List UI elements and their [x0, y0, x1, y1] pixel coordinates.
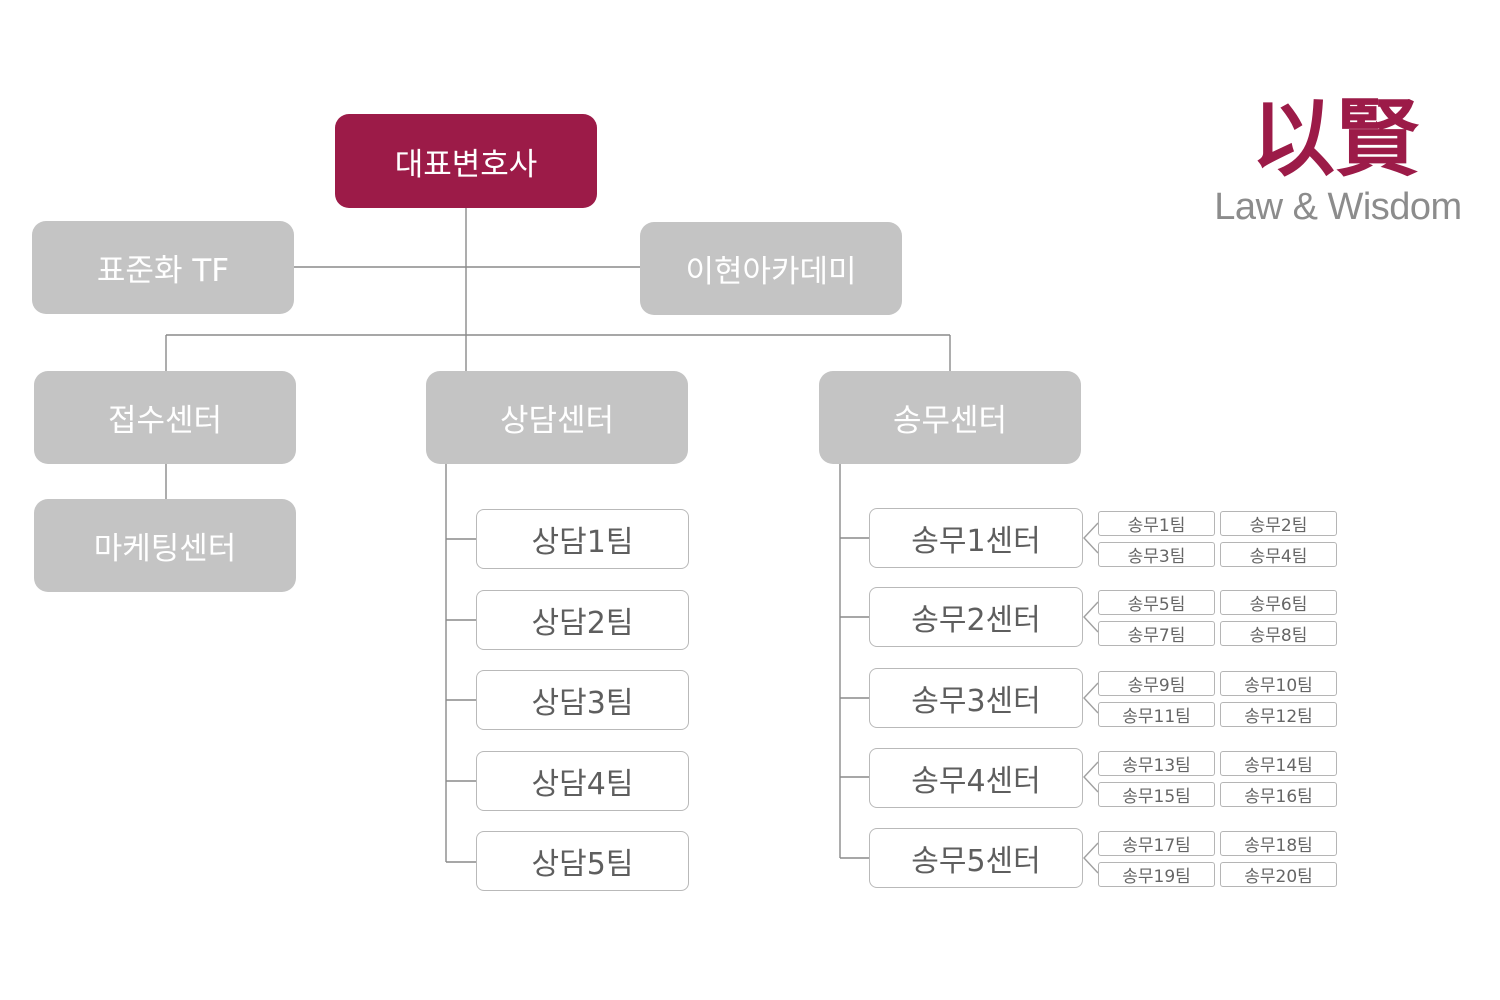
bracket-connector	[1083, 842, 1099, 874]
legal-team-node: 송무4팀	[1220, 542, 1337, 567]
bracket-connector	[1083, 761, 1099, 793]
legal-team-node: 송무8팀	[1220, 621, 1337, 646]
bracket-connector	[1083, 601, 1099, 633]
logo-hanja-text: 以賢	[1251, 90, 1420, 182]
legal-team-node: 송무19팀	[1098, 862, 1215, 887]
bracket-connector	[1083, 682, 1099, 714]
legal-subcenter-node: 송무4센터	[869, 748, 1083, 808]
legal-team-node: 송무6팀	[1220, 590, 1337, 615]
legal-team-node: 송무2팀	[1220, 511, 1337, 536]
legal-team-node: 송무20팀	[1220, 862, 1337, 887]
legal-team-node: 송무18팀	[1220, 831, 1337, 856]
ceo-node: 대표변호사	[335, 114, 597, 208]
consult-center-node: 상담센터	[426, 371, 688, 464]
legal-team-node: 송무1팀	[1098, 511, 1215, 536]
legal-team-node: 송무14팀	[1220, 751, 1337, 776]
legal-subcenter-node: 송무1센터	[869, 508, 1083, 568]
legal-team-node: 송무15팀	[1098, 782, 1215, 807]
legal-team-node: 송무7팀	[1098, 621, 1215, 646]
logo-wordmark: Law & Wisdom	[1214, 186, 1462, 228]
legal-center-node: 송무센터	[819, 371, 1081, 464]
logo-hanja-mark: 以賢	[1251, 90, 1420, 182]
consult-team-node: 상담5팀	[476, 831, 689, 891]
legal-subcenter-node: 송무2센터	[869, 587, 1083, 647]
consult-team-node: 상담1팀	[476, 509, 689, 569]
legal-subcenter-node: 송무3센터	[869, 668, 1083, 728]
legal-team-node: 송무17팀	[1098, 831, 1215, 856]
consult-team-node: 상담4팀	[476, 751, 689, 811]
legal-team-node: 송무16팀	[1220, 782, 1337, 807]
legal-team-node: 송무3팀	[1098, 542, 1215, 567]
consult-team-node: 상담2팀	[476, 590, 689, 650]
legal-team-node: 송무12팀	[1220, 702, 1337, 727]
legal-team-node: 송무5팀	[1098, 590, 1215, 615]
bracket-connector	[1083, 522, 1099, 554]
legal-subcenter-node: 송무5센터	[869, 828, 1083, 888]
consult-team-node: 상담3팀	[476, 670, 689, 730]
marketing-center-node: 마케팅센터	[34, 499, 296, 592]
legal-team-node: 송무9팀	[1098, 671, 1215, 696]
legal-team-node: 송무13팀	[1098, 751, 1215, 776]
tf-node: 표준화 TF	[32, 221, 294, 314]
intake-center-node: 접수센터	[34, 371, 296, 464]
academy-node: 이현아카데미	[640, 222, 902, 315]
legal-team-node: 송무11팀	[1098, 702, 1215, 727]
legal-team-node: 송무10팀	[1220, 671, 1337, 696]
